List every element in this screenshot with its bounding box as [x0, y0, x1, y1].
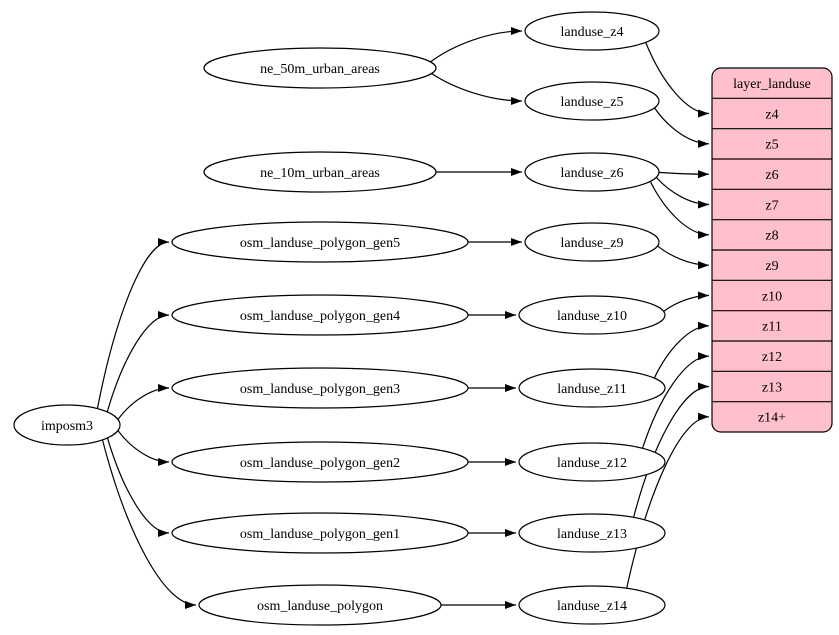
record-row-z7: z7 — [765, 198, 778, 213]
record-node-layer_landuse: layer_landuse z4 z5 z6 z7 z8 z9 z10 z11 z12 z13 z14… — [711, 67, 833, 433]
node-ellipse — [203, 47, 437, 89]
node-ellipse — [171, 221, 469, 263]
record-row-z4: z4 — [765, 107, 778, 122]
edge-landuse_z6-to-z7 — [655, 177, 710, 209]
node-label: landuse_z5 — [561, 95, 624, 110]
edge-landuse_z14-to-z14+ — [626, 412, 710, 589]
record-row-z10: z10 — [762, 289, 782, 304]
node-osm_landuse_polygon_gen3: osm_landuse_polygon_gen3 — [171, 367, 469, 409]
node-ellipse — [198, 584, 442, 626]
node-ellipse — [171, 294, 469, 336]
edge-imposm3-to-osm_landuse_polygon_gen1 — [106, 437, 170, 538]
node-ellipse — [518, 368, 666, 408]
edge-imposm3-to-osm_landuse_polygon_gen5 — [96, 237, 170, 409]
edge-landuse_z6-to-z6 — [658, 170, 710, 179]
node-ellipse — [518, 442, 666, 482]
node-label: osm_landuse_polygon_gen4 — [240, 309, 400, 324]
node-ellipse — [518, 513, 666, 553]
node-label: osm_landuse_polygon_gen2 — [240, 456, 400, 471]
node-ellipse — [524, 81, 660, 121]
node-label: landuse_z6 — [561, 166, 624, 181]
node-label: landuse_z9 — [561, 236, 624, 251]
node-label: osm_landuse_polygon_gen5 — [240, 236, 400, 251]
edge-landuse_z10-to-z10 — [663, 291, 710, 312]
node-landuse_z13: landuse_z13 — [518, 513, 666, 553]
node-ellipse — [171, 367, 469, 409]
node-landuse_z11: landuse_z11 — [518, 368, 666, 408]
edge-imposm3-to-osm_landuse_polygon — [101, 439, 197, 610]
node-ne_50m_urban_areas: ne_50m_urban_areas — [203, 47, 437, 89]
node-label: imposm3 — [41, 419, 93, 434]
edge-landuse_z9-to-z9 — [657, 245, 710, 270]
node-label: landuse_z14 — [557, 599, 627, 614]
node-osm_landuse_polygon_gen1: osm_landuse_polygon_gen1 — [171, 512, 469, 554]
edge-ne_50m_urban_areas-to-landuse_z5 — [431, 73, 523, 106]
node-ellipse — [13, 404, 121, 446]
node-label: landuse_z4 — [561, 25, 624, 40]
node-landuse_z9: landuse_z9 — [524, 222, 660, 262]
node-ellipse — [524, 11, 660, 51]
node-label: landuse_z12 — [557, 456, 627, 471]
record-row-z9: z9 — [765, 259, 778, 274]
node-landuse_z6: landuse_z6 — [524, 152, 660, 192]
node-ellipse — [524, 222, 660, 262]
node-ne_10m_urban_areas: ne_10m_urban_areas — [203, 151, 437, 193]
node-label: osm_landuse_polygon_gen1 — [240, 527, 400, 542]
edge-landuse_z5-to-z5 — [654, 107, 710, 148]
node-label: ne_50m_urban_areas — [260, 62, 380, 77]
node-landuse_z10: landuse_z10 — [518, 295, 666, 335]
node-label: landuse_z13 — [557, 527, 627, 542]
edge-landuse_z4-to-z4 — [645, 42, 710, 118]
edges — [96, 26, 710, 610]
nodes: imposm3 ne_50m_urban_areas ne_10m_urban_ar… — [13, 11, 833, 626]
record-row-z13: z13 — [762, 380, 782, 395]
node-imposm3: imposm3 — [13, 404, 121, 446]
record-row-z6: z6 — [765, 168, 778, 183]
node-osm_landuse_polygon: osm_landuse_polygon — [198, 584, 442, 626]
node-ellipse — [171, 441, 469, 483]
edge-landuse_z12-to-z12 — [641, 352, 710, 449]
node-ellipse — [518, 585, 666, 625]
node-label: osm_landuse_polygon_gen3 — [240, 382, 400, 397]
node-osm_landuse_polygon_gen2: osm_landuse_polygon_gen2 — [171, 441, 469, 483]
node-ellipse — [171, 512, 469, 554]
node-ellipse — [203, 151, 437, 193]
edge-imposm3-to-osm_landuse_polygon_gen3 — [117, 383, 170, 420]
node-label: ne_10m_urban_areas — [260, 166, 380, 181]
node-landuse_z12: landuse_z12 — [518, 442, 666, 482]
record-title: layer_landuse — [733, 77, 811, 92]
record-row-z12: z12 — [762, 350, 782, 365]
edge-landuse_z6-to-z8 — [649, 181, 710, 239]
node-osm_landuse_polygon_gen4: osm_landuse_polygon_gen4 — [171, 294, 469, 336]
edge-landuse_z13-to-z13 — [633, 382, 710, 518]
edge-ne_50m_urban_areas-to-landuse_z4 — [430, 26, 523, 63]
record-row-z5: z5 — [765, 138, 778, 153]
edge-imposm3-to-osm_landuse_polygon_gen2 — [117, 430, 170, 467]
node-osm_landuse_polygon_gen5: osm_landuse_polygon_gen5 — [171, 221, 469, 263]
edge-imposm3-to-osm_landuse_polygon_gen4 — [106, 310, 170, 413]
record-row-z8: z8 — [765, 229, 778, 244]
edge-landuse_z11-to-z11 — [653, 321, 710, 379]
node-landuse_z14: landuse_z14 — [518, 585, 666, 625]
node-ellipse — [518, 295, 666, 335]
node-landuse_z5: landuse_z5 — [524, 81, 660, 121]
record-row-z11: z11 — [762, 320, 782, 335]
node-label: landuse_z10 — [557, 309, 627, 324]
node-ellipse — [524, 152, 660, 192]
node-landuse_z4: landuse_z4 — [524, 11, 660, 51]
node-label: osm_landuse_polygon — [257, 599, 383, 614]
node-label: landuse_z11 — [557, 382, 626, 397]
record-row-z14+: z14+ — [758, 411, 786, 426]
